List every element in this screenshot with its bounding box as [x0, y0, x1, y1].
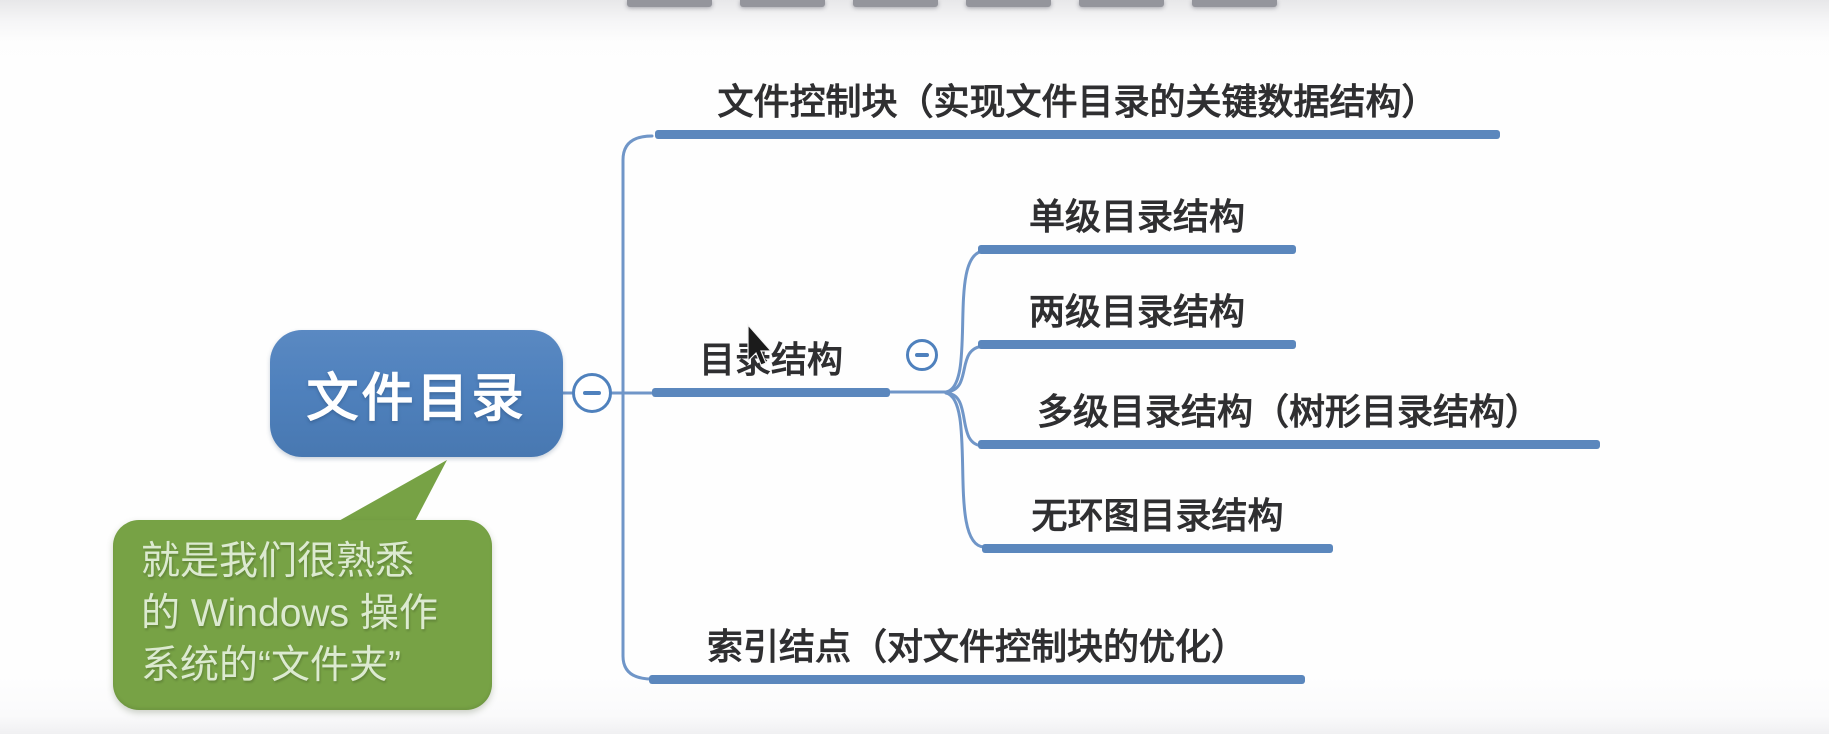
topic-underline	[978, 340, 1296, 349]
slide-strip	[1079, 0, 1164, 7]
callout-line: 的 Windows 操作	[141, 592, 438, 635]
topic-index-node[interactable]: 索引结点（对文件控制块的优化）	[649, 623, 1305, 684]
topic-underline	[655, 130, 1500, 139]
topic-file-control-block[interactable]: 文件控制块（实现文件目录的关键数据结构）	[655, 78, 1500, 139]
minus-dash	[583, 391, 601, 395]
topic-underline	[649, 675, 1305, 684]
collapse-minus-icon[interactable]	[906, 339, 938, 371]
topic-underline	[978, 245, 1296, 254]
slide-strip	[966, 0, 1051, 7]
callout-line: 系统的“文件夹”	[141, 644, 401, 687]
topic-single-level-directory[interactable]: 单级目录结构	[978, 193, 1296, 254]
topic-label: 多级目录结构（树形目录结构）	[1036, 391, 1541, 432]
root-topic-file-directory[interactable]: 文件目录	[270, 330, 563, 457]
slide-strip	[627, 0, 712, 7]
topic-multi-level-directory[interactable]: 多级目录结构（树形目录结构）	[978, 388, 1600, 449]
collapse-minus-icon[interactable]	[572, 373, 612, 413]
topic-label: 文件控制块（实现文件目录的关键数据结构）	[717, 81, 1438, 122]
topic-two-level-directory[interactable]: 两级目录结构	[978, 288, 1296, 349]
slide-strip	[740, 0, 825, 7]
topic-underline	[652, 388, 890, 397]
fan-curve-2	[944, 344, 986, 394]
fan-curve-3	[944, 391, 986, 448]
main-bracket-line	[621, 134, 654, 681]
fan-curve-1	[944, 249, 986, 394]
root-topic-label: 文件目录	[306, 370, 527, 428]
topic-label: 索引结点（对文件控制块的优化）	[706, 626, 1247, 667]
topic-label: 两级目录结构	[1028, 291, 1245, 332]
top-slide-strips	[627, 0, 1277, 7]
topic-directory-structure[interactable]: 目录结构	[652, 336, 890, 397]
slide-strip	[853, 0, 938, 7]
topic-label: 无环图目录结构	[1031, 495, 1284, 536]
topic-underline	[982, 544, 1333, 553]
slide-strip	[1192, 0, 1277, 7]
topic-underline	[978, 440, 1600, 449]
topic-label: 单级目录结构	[1028, 196, 1245, 237]
fan-curve-4	[944, 391, 986, 549]
callout-note[interactable]: 就是我们很熟悉 的 Windows 操作 系统的“文件夹”	[113, 520, 492, 710]
minus-dash	[915, 353, 929, 357]
callout-line: 就是我们很熟悉	[141, 540, 415, 583]
topic-acyclic-graph-directory[interactable]: 无环图目录结构	[982, 492, 1333, 553]
topic-label: 目录结构	[698, 339, 843, 380]
